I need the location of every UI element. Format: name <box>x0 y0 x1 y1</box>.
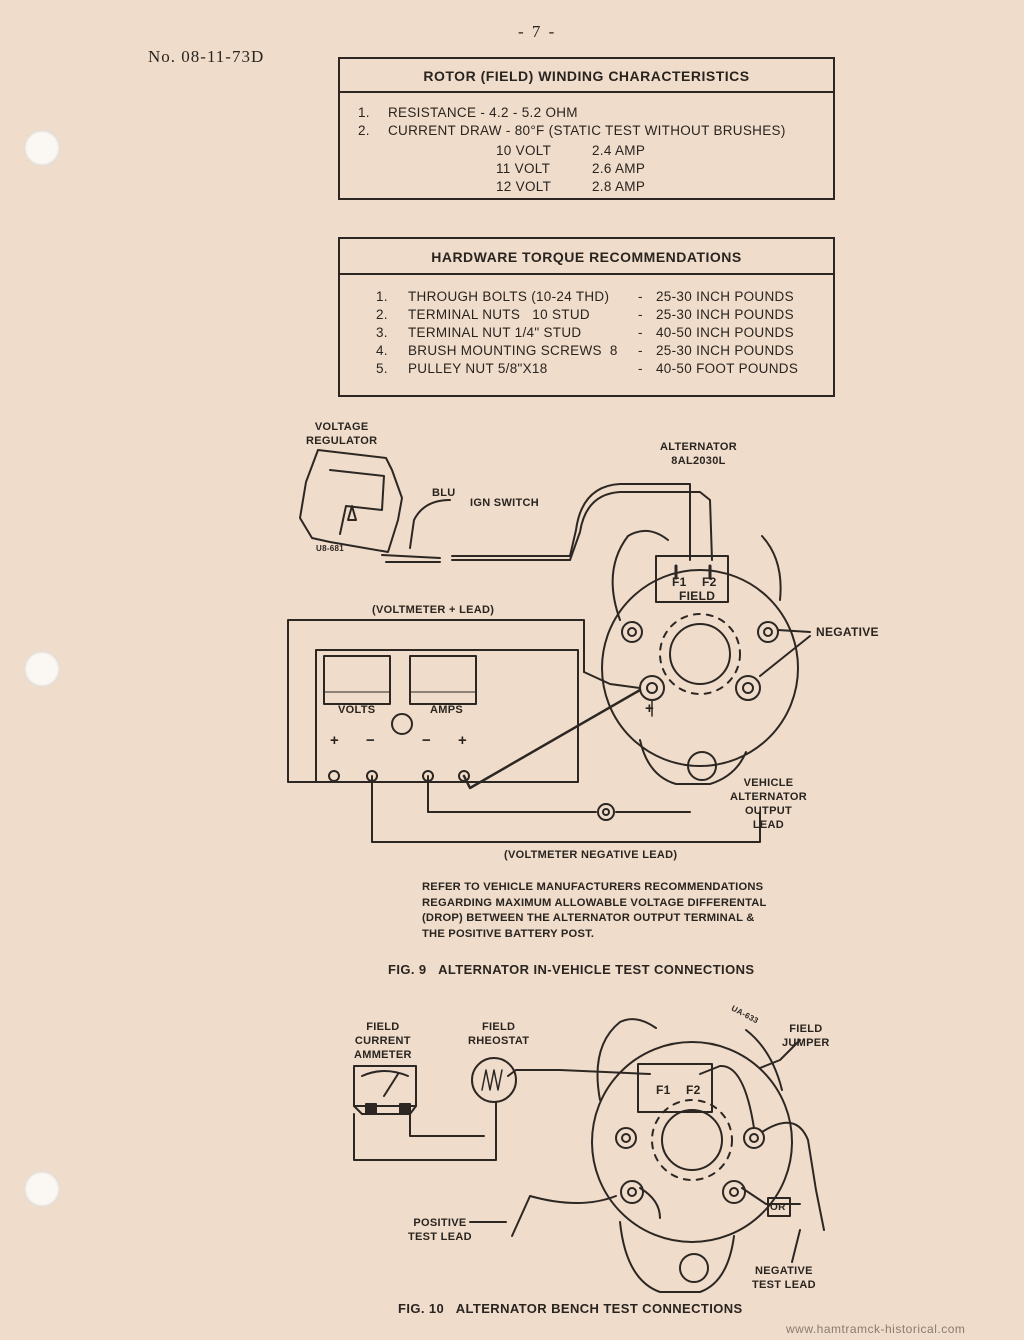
volts-plus-terminal: + <box>330 732 340 749</box>
torque-row-2-item: TERMINAL NUTS 10 STUD <box>408 307 590 322</box>
rotor-winding-box: ROTOR (FIELD) WINDING CHARACTERISTICS 1.… <box>338 57 835 200</box>
voltage-regulator-body <box>299 449 403 553</box>
test-meter-case <box>287 619 585 783</box>
field-rheostat-body <box>471 1057 517 1103</box>
torque-row-3-item: TERMINAL NUT 1/4" STUD <box>408 325 582 340</box>
amps-minus-terminal: − <box>422 732 432 749</box>
regulator-connector-icon <box>347 505 357 521</box>
or-label: OR <box>770 1202 786 1213</box>
positive-test-lead-label: POSITIVE TEST LEAD <box>408 1217 472 1243</box>
rotor-winding-title: ROTOR (FIELD) WINDING CHARACTERISTICS <box>340 59 833 93</box>
amps-plus-terminal: + <box>458 732 468 749</box>
torque-title: HARDWARE TORQUE RECOMMENDATIONS <box>340 239 833 275</box>
binder-hole-middle <box>24 651 60 687</box>
field-rheostat-label: FIELD RHEOSTAT <box>468 1021 530 1047</box>
regulator-code-label: U8-681 <box>316 544 345 553</box>
torque-row-2-value: 25-30 INCH POUNDS <box>656 307 794 322</box>
rotor-item-1-number: 1. <box>358 105 370 120</box>
torque-box: HARDWARE TORQUE RECOMMENDATIONS 1. THROU… <box>338 237 835 397</box>
website-watermark: www.hamtramck-historical.com <box>786 1322 966 1336</box>
rotor-amp-11: 2.6 AMP <box>592 161 646 176</box>
alternator-fig10-housing <box>591 1041 793 1243</box>
alternator-fig9-housing <box>601 569 799 767</box>
alternator-output-plus: + <box>645 700 655 717</box>
torque-row-5-item: PULLEY NUT 5/8"X18 <box>408 361 548 376</box>
fig10-caption: FIG. 10 ALTERNATOR BENCH TEST CONNECTION… <box>398 1301 743 1316</box>
torque-row-4-dash: - <box>638 343 643 358</box>
voltmeter-negative-lead-label: (VOLTMETER NEGATIVE LEAD) <box>504 849 678 861</box>
torque-row-1-item: THROUGH BOLTS (10-24 THD) <box>408 289 610 304</box>
binder-hole-top <box>24 130 60 166</box>
f2-terminal-label-fig10: F2 <box>686 1083 701 1097</box>
torque-row-4-value: 25-30 INCH POUNDS <box>656 343 794 358</box>
torque-row-1-dash: - <box>638 289 643 304</box>
binder-hole-bottom <box>24 1171 60 1207</box>
voltage-regulator-label: VOLTAGE REGULATOR <box>306 421 378 447</box>
rotor-volt-12: 12 VOLT <box>496 179 552 194</box>
torque-row-3-value: 40-50 INCH POUNDS <box>656 325 794 340</box>
torque-row-5-number: 5. <box>376 361 388 376</box>
vehicle-output-lead-label: VEHICLE ALTERNATOR OUTPUT LEAD <box>730 777 807 831</box>
field-jumper-label: FIELD JUMPER <box>782 1023 830 1049</box>
blu-wire-label: BLU <box>432 487 456 499</box>
f1-terminal-label-fig10: F1 <box>656 1083 671 1097</box>
voltage-drop-note: REFER TO VEHICLE MANUFACTURERS RECOMMEND… <box>422 881 767 940</box>
torque-row-5-dash: - <box>638 361 643 376</box>
volts-minus-terminal: − <box>366 732 376 749</box>
torque-row-4-number: 4. <box>376 343 388 358</box>
field-current-ammeter-label: FIELD CURRENT AMMETER <box>354 1021 412 1061</box>
f1-terminal-label-fig9: F1 <box>672 575 687 589</box>
rotor-volt-11: 11 VOLT <box>496 161 551 176</box>
volts-meter-label: VOLTS <box>338 704 376 716</box>
torque-row-4-item: BRUSH MOUNTING SCREWS 8 <box>408 343 618 358</box>
torque-row-1-number: 1. <box>376 289 388 304</box>
amps-meter-label: AMPS <box>430 704 463 716</box>
rotor-amp-12: 2.8 AMP <box>592 179 646 194</box>
fig9-caption: FIG. 9 ALTERNATOR IN-VEHICLE TEST CONNEC… <box>388 962 755 977</box>
voltmeter-plus-lead-label: (VOLTMETER + LEAD) <box>372 604 495 616</box>
field-label-fig9: FIELD <box>679 589 716 603</box>
f2-terminal-label-fig9: F2 <box>702 575 717 589</box>
field-current-ammeter-body <box>353 1065 417 1107</box>
torque-row-2-dash: - <box>638 307 643 322</box>
alternator-model-label: ALTERNATOR 8AL2030L <box>660 441 737 467</box>
torque-row-3-dash: - <box>638 325 643 340</box>
negative-label: NEGATIVE <box>816 625 879 639</box>
document-number: No. 08-11-73D <box>148 47 265 66</box>
torque-row-5-value: 40-50 FOOT POUNDS <box>656 361 799 376</box>
rotor-item-1-text: RESISTANCE - 4.2 - 5.2 OHM <box>388 105 578 120</box>
rotor-amp-10: 2.4 AMP <box>592 143 646 158</box>
rotor-item-2-text: CURRENT DRAW - 80°F (STATIC TEST WITHOUT… <box>388 123 786 138</box>
torque-row-1-value: 25-30 INCH POUNDS <box>656 289 794 304</box>
rotor-item-2-number: 2. <box>358 123 370 138</box>
torque-row-3-number: 3. <box>376 325 388 340</box>
ign-switch-label: IGN SWITCH <box>470 497 539 509</box>
rotor-volt-10: 10 VOLT <box>496 143 552 158</box>
torque-row-2-number: 2. <box>376 307 388 322</box>
page-number: - 7 - <box>518 22 557 41</box>
negative-test-lead-label: NEGATIVE TEST LEAD <box>752 1265 816 1291</box>
